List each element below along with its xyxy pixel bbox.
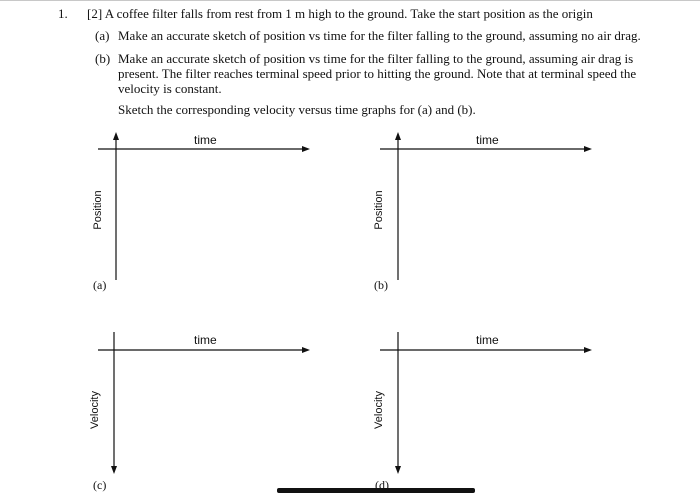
x-axis-label: time <box>476 133 499 147</box>
y-axis-label: Position <box>373 190 385 230</box>
x-axis-label: time <box>476 333 499 347</box>
graph-d-axes <box>380 332 592 474</box>
part-b-line: Make an accurate sketch of position vs t… <box>118 51 634 66</box>
y-axis-label: Position <box>92 190 104 230</box>
graph-c[interactable]: time Velocity (c) <box>70 328 310 498</box>
part-a-line: Make an accurate sketch of position vs t… <box>118 28 641 43</box>
top-border <box>0 0 700 1</box>
graph-c-axes <box>98 332 310 474</box>
graph-d[interactable]: time Velocity (d) <box>352 328 592 498</box>
scroll-indicator[interactable] <box>277 488 475 493</box>
y-axis-label: Velocity <box>373 391 385 429</box>
graph-tag: (c) <box>93 478 107 492</box>
part-a-label: (a) <box>95 28 110 43</box>
part-b-label: (b) <box>95 51 111 66</box>
x-axis-label: time <box>194 133 217 147</box>
question-text: [2] A coffee filter falls from rest from… <box>87 6 593 21</box>
graph-b-axes <box>380 132 592 280</box>
part-b-text: Make an accurate sketch of position vs t… <box>118 51 636 96</box>
graph-b[interactable]: time Position (b) <box>352 128 592 298</box>
y-axis-label: Velocity <box>89 391 101 429</box>
sketch-instruction: Sketch the corresponding velocity versus… <box>118 102 476 117</box>
part-a-text: Make an accurate sketch of position vs t… <box>118 28 641 43</box>
part-b-line: velocity is constant. <box>118 81 222 96</box>
graph-a[interactable]: time Position (a) <box>70 128 310 298</box>
graph-tag: (a) <box>93 278 107 292</box>
x-axis-label: time <box>194 333 217 347</box>
graph-a-axes <box>98 132 310 280</box>
question-number: 1. <box>58 6 68 21</box>
graph-tag: (b) <box>374 278 388 292</box>
part-b-line: present. The filter reaches terminal spe… <box>118 66 637 81</box>
